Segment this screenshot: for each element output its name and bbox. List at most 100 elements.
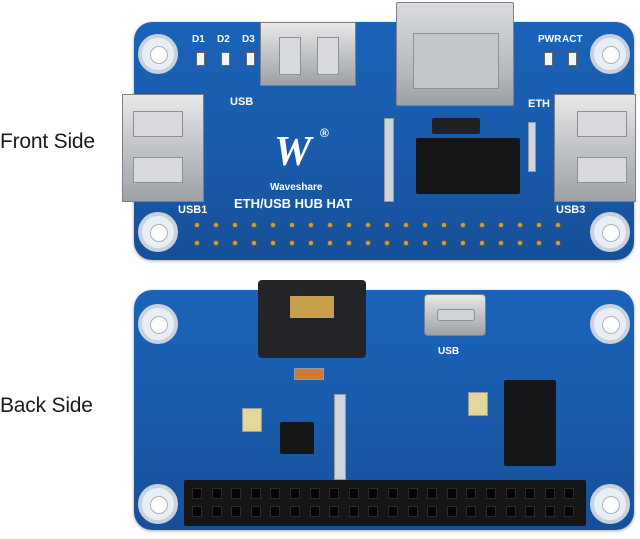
header-cell [348,506,359,517]
header-cell [486,506,496,517]
header-cell [388,506,398,517]
mount-hole-bottom-right [590,212,630,252]
header-cell [309,488,320,499]
header-cell [427,488,438,499]
silk-usb: USB [230,96,254,108]
rj45-contacts [290,296,334,318]
usb-slot [317,37,339,75]
header-cell [505,506,516,517]
gpio-pin [384,222,390,228]
silk-eth: ETH [528,98,550,110]
mount-hole-top-left [138,34,178,74]
crystal [242,408,262,432]
board-title: ETH/USB HUB HAT [234,196,353,211]
silk-usb-back: USB [438,346,460,357]
silk-usb1: USB1 [178,204,208,216]
header-cell [525,506,536,517]
gpio-pin [555,240,561,246]
silk-pwr: PWR [538,34,562,45]
micro-usb-port [424,294,486,336]
gpio-pin [251,222,257,228]
header-cell [544,488,555,499]
gpio-pin [232,240,238,246]
waveshare-logo-icon: W [274,129,312,175]
gpio-pin [327,240,333,246]
gpio-pin [498,222,504,228]
gpio-pin [536,222,542,228]
micro-usb-opening [437,309,475,321]
gpio-pin [365,240,371,246]
mount-hole-top-left [138,304,178,344]
silk-usb3: USB3 [556,204,586,216]
silk-act: ACT [562,34,583,45]
usb-slot [133,111,183,137]
led-act [568,52,577,66]
rj45-socket [258,280,366,358]
header-cell [466,488,477,499]
usb-slot [577,157,627,183]
small-chip [432,118,480,134]
header-cell [446,506,457,517]
header-cell [329,506,340,517]
brand-name: Waveshare [270,182,323,193]
resistor-array [384,118,394,202]
gpio-pin [460,240,466,246]
header-cell [407,506,418,517]
gpio-pin [441,240,447,246]
qfn-chip [280,422,314,454]
gpio-pin [403,222,409,228]
header-cell [466,506,477,517]
gpio-pin [346,240,352,246]
resistor-array [334,394,346,480]
header-cell [211,506,222,517]
gpio-pin [270,222,276,228]
gpio-pin [308,240,314,246]
mount-hole-top-right [590,304,630,344]
header-cell [368,506,379,517]
silk-d1: D1 [192,34,205,45]
header-cell [270,488,281,499]
header-cell [231,488,242,499]
header-cell [250,506,261,517]
gpio-pin [289,222,295,228]
mount-hole-bottom-left [138,484,178,524]
usb-port-right [554,94,636,202]
gpio-pin [422,222,428,228]
ethernet-port-top [396,2,514,106]
header-cell [250,488,261,499]
header-cell [231,506,242,517]
gpio-pin-row-top [194,222,574,230]
front-board: D1 D2 D3 PWR ACT USB ETH USB1 USB3 W ® W… [122,2,636,260]
usb-slot [133,157,183,183]
hub-chip [416,138,520,194]
gpio-pin [270,240,276,246]
gpio-pin [289,240,295,246]
mount-hole-bottom-right [590,484,630,524]
header-cell [290,488,300,499]
led-d1 [196,52,205,66]
led-d2 [221,52,230,66]
mount-hole-bottom-left [138,212,178,252]
silk-d2: D2 [217,34,230,45]
header-cell [290,506,300,517]
header-cell [270,506,281,517]
header-cell [309,506,320,517]
soic-chip [504,380,556,466]
gpio-pin [536,240,542,246]
header-cell [564,488,575,499]
header-cell [211,488,222,499]
usb-port-left [122,94,204,202]
gpio-pin-row-bottom [194,240,574,248]
header-cell [407,488,418,499]
gpio-pin [422,240,428,246]
header-cell [486,488,496,499]
back-side-label: Back Side [0,394,93,417]
usb-slot [279,37,301,75]
gpio-pin [555,222,561,228]
gpio-pin [365,222,371,228]
fuse [294,368,324,380]
header-cell [388,488,398,499]
gpio-pin [403,240,409,246]
usb-port-top [260,22,356,86]
header-cell [525,488,536,499]
